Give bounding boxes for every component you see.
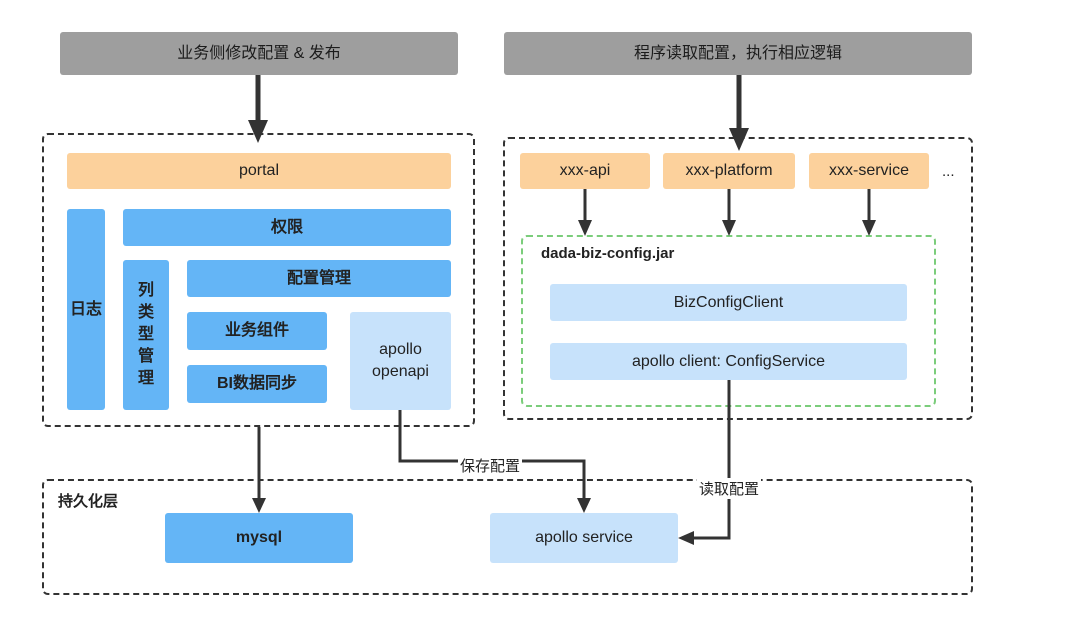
service-xxx-api: xxx-api: [520, 153, 650, 189]
jar-label: dada-biz-config.jar: [541, 245, 675, 262]
bi-sync-module: BI数据同步: [187, 365, 327, 403]
service-xxx-platform-text: xxx-platform: [685, 162, 773, 179]
apollo-openapi-line: openapi: [372, 363, 429, 380]
config-mgmt-module: 配置管理: [187, 260, 451, 297]
portal-text: portal: [238, 162, 280, 179]
bi-sync-text: BI数据同步: [216, 375, 297, 392]
apollo-openapi-line: apollo: [379, 341, 422, 358]
service-xxx-api-text: xxx-api: [559, 162, 611, 179]
biz-component-text: 业务组件: [224, 322, 289, 339]
more-services-ellipsis: ...: [942, 163, 955, 180]
mysql-box: mysql: [165, 513, 353, 563]
column-type-char: 类: [137, 304, 154, 321]
column-type-char: 理: [137, 370, 154, 387]
apollo-service-box: apollo service: [490, 513, 678, 563]
permission-text: 权限: [270, 218, 303, 236]
service-xxx-platform: xxx-platform: [663, 153, 795, 189]
apollo-client-box: apollo client: ConfigService: [550, 343, 907, 380]
service-xxx-service-text: xxx-service: [828, 162, 909, 179]
business-action-text: 业务侧修改配置 & 发布: [177, 44, 341, 62]
column-type-char: 列: [137, 282, 154, 299]
program-action-text: 程序读取配置，执行相应逻辑: [633, 44, 842, 62]
apollo-service-text: apollo service: [535, 529, 633, 546]
persistence-label: 持久化层: [58, 493, 119, 510]
service-xxx-service: xxx-service: [809, 153, 929, 189]
portal-box: portal: [67, 153, 451, 189]
log-module: 日志: [67, 209, 105, 410]
apollo-client-text: apollo client: ConfigService: [632, 352, 825, 370]
biz-config-client-box: BizConfigClient: [550, 284, 907, 321]
column-type-char: 管: [137, 348, 154, 365]
log-text: 日志: [69, 300, 102, 318]
business-action-bar: 业务侧修改配置 & 发布: [60, 32, 458, 75]
biz-config-client-text: BizConfigClient: [673, 293, 784, 311]
config-mgmt-text: 配置管理: [286, 269, 351, 287]
save-config-edge-label: 保存配置: [458, 455, 523, 476]
permission-module: 权限: [123, 209, 451, 246]
read-config-edge-label: 读取配置: [697, 478, 762, 499]
program-action-bar: 程序读取配置，执行相应逻辑: [504, 32, 972, 75]
biz-component-module: 业务组件: [187, 312, 327, 350]
apollo-openapi-module: apollo openapi: [350, 312, 451, 410]
column-type-char: 型: [137, 326, 154, 343]
column-type-mgmt-module: 列 类 型 管 理: [123, 260, 169, 410]
mysql-text: mysql: [235, 529, 283, 546]
